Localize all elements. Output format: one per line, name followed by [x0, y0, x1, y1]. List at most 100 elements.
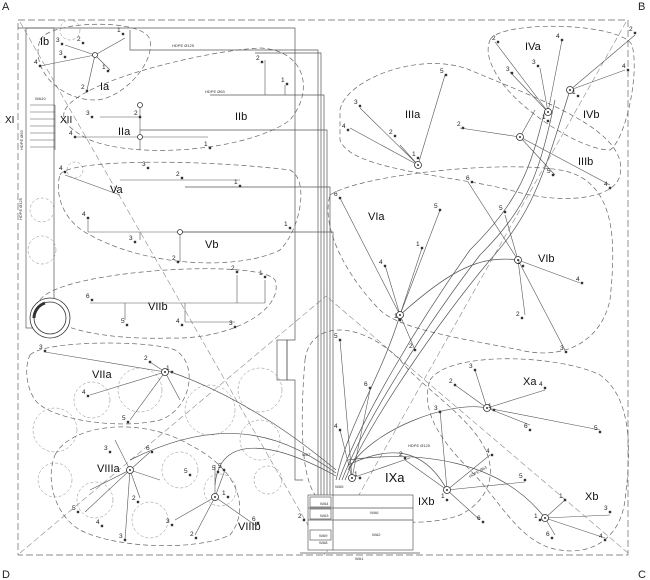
sprinkler-head-icon: [60, 42, 64, 46]
sprinkler-head-icon: [100, 524, 104, 528]
sprinkler-head-icon: [413, 348, 417, 352]
sprinkler-head-icon: [608, 186, 612, 190]
sprinkler-head-icon: [81, 41, 85, 45]
zone-outline-vi: [327, 166, 614, 354]
pipe-label: HDPE Ø125: [18, 197, 23, 220]
sprinkler-head-icon: [383, 264, 387, 268]
sprinkler-head-icon: [85, 89, 89, 93]
sprinkler-head-icon: [538, 518, 542, 522]
corner-label-c: C: [638, 569, 646, 580]
sprinkler-head-icon: [238, 184, 242, 188]
sprinkler-head-icon: [453, 383, 457, 387]
sprinkler-head-icon: [233, 325, 237, 329]
sprinkler-head-icon: [550, 536, 554, 540]
building-outline: [18, 27, 303, 481]
sprinkler-head-icon: [393, 134, 397, 138]
sprinkler-head-icon: [358, 104, 362, 108]
valve-label: WA1: [355, 556, 364, 561]
sprinkler-number: 1: [517, 259, 521, 266]
sprinkler-head-icon: [603, 538, 607, 542]
zone-outline-ix: [301, 329, 491, 523]
sprinkler-number: 5: [440, 68, 444, 75]
zone-label: VIa: [368, 211, 385, 223]
sprinkler-number: 2: [132, 495, 136, 502]
sprinkler-head-icon: [146, 166, 150, 170]
pipe-label: HDPE Ø63: [19, 129, 24, 150]
sprinkler-number: 6: [364, 381, 368, 388]
sprinkler-head-icon: [551, 173, 555, 177]
sprinkler-number: 1: [416, 241, 420, 248]
valve-label: WA2: [372, 532, 381, 537]
sprinkler-number: 2: [231, 265, 235, 272]
zone-label: Ib: [40, 36, 49, 48]
zone-label: IIb: [235, 111, 247, 123]
sprinkler-head-icon: [90, 115, 94, 119]
zone-label: Ia: [100, 81, 110, 93]
sprinkler-head-icon: [90, 298, 94, 302]
valve-label: WA3: [320, 513, 329, 518]
sprinkler-number: 1: [117, 27, 121, 34]
sprinkler-head-icon: [403, 456, 407, 460]
sprinkler-number: 1: [534, 513, 538, 520]
zone-outline-viii: [50, 426, 240, 547]
sprinkler-number: 4: [334, 423, 338, 430]
hub-points: [92, 52, 574, 522]
sprinkler-head-icon: [416, 156, 420, 160]
sprinkler-head-icon: [564, 350, 568, 354]
sprinkler-number: 2: [144, 355, 148, 362]
zone-label: VIb: [538, 253, 555, 265]
zone-label: XI: [5, 115, 14, 126]
sprinkler-number: 6: [524, 423, 528, 430]
sprinkler-number: 4: [576, 276, 580, 283]
sprinkler-head-icon: [543, 386, 547, 390]
sprinkler-number: 1: [559, 493, 563, 500]
zone-outline-i: [37, 23, 151, 101]
sprinkler-head-icon: [496, 40, 500, 44]
sprinkler-number: 5: [499, 205, 503, 212]
sprinkler-head-icon: [235, 270, 239, 274]
sprinkler-number: 3: [119, 533, 123, 540]
sprinkler-head-icon: [420, 246, 424, 250]
zone-label: VIIb: [148, 301, 168, 313]
sprinkler-number: 3: [86, 110, 90, 117]
zone-label: VIIIb: [238, 521, 261, 533]
sprinkler-number: 1: [542, 114, 546, 121]
sprinkler-number: 2: [409, 343, 413, 350]
sprinkler-number: 4: [69, 130, 73, 137]
sprinkler-head-icon: [470, 180, 474, 184]
zone-label: IXa: [385, 470, 405, 485]
sprinkler-head-icon: [263, 275, 267, 279]
sprinkler-number: 1: [441, 493, 445, 500]
drip-block-xi-xii: [30, 104, 56, 150]
sprinkler-number: 4: [34, 59, 38, 66]
sprinkler-head-icon: [633, 31, 637, 35]
sprinkler-head-icon: [490, 453, 494, 457]
sprinkler-head-icon: [108, 450, 112, 454]
zone-label: IVb: [583, 109, 600, 121]
sprinkler-head-icon: [63, 170, 67, 174]
sprinkler-head-icon: [136, 500, 140, 504]
zone-label: Xb: [585, 491, 598, 503]
zone-label: Va: [110, 184, 124, 196]
main-pipe-bundle: [129, 30, 571, 519]
sprinkler-head-icon: [523, 478, 527, 482]
sprinkler-head-icon: [133, 240, 137, 244]
valve-label: WA8: [319, 540, 328, 545]
sprinkler-head-icon: [398, 318, 402, 322]
sprinkler-head-icon: [521, 264, 525, 268]
sprinkler-head-icon: [438, 208, 442, 212]
pipe-label: HDPE Ø125: [408, 443, 431, 448]
sprinkler-head-icon: [560, 38, 564, 42]
zone-outlines: [26, 23, 635, 552]
sprinkler-head-icon: [481, 520, 485, 524]
sprinkler-head-icon: [121, 32, 125, 36]
sprinkler-number: 2: [389, 129, 393, 136]
sprinkler-head-icon: [626, 68, 630, 72]
sprinkler-number: 3: [142, 161, 146, 168]
zone-label: XII: [60, 115, 72, 126]
sprinkler-number: 2: [81, 84, 85, 91]
sprinkler-number: 3: [229, 320, 233, 327]
sprinkler-number: 2: [190, 531, 194, 538]
sprinkler-head-icon: [285, 82, 289, 86]
sprinkler-number: 3: [532, 59, 536, 66]
